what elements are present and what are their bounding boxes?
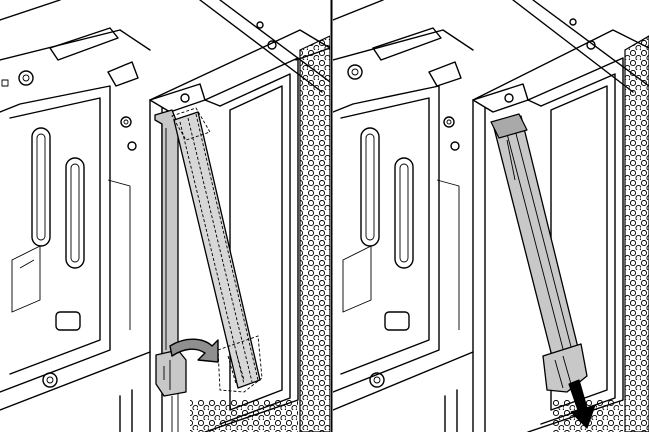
vent-mesh — [190, 35, 330, 432]
drive-cage-top-right — [472, 0, 649, 432]
panel-left — [0, 0, 330, 432]
chassis-side-right — [333, 0, 474, 432]
retention-bracket — [154, 109, 187, 432]
bracket-rotated-outline — [171, 107, 263, 393]
retention-bracket-tilted — [490, 113, 588, 393]
panel-right — [333, 0, 649, 432]
rotate-arrow-icon — [169, 338, 219, 363]
pull-down-arrow-icon — [568, 379, 596, 429]
chassis-side — [0, 0, 151, 432]
